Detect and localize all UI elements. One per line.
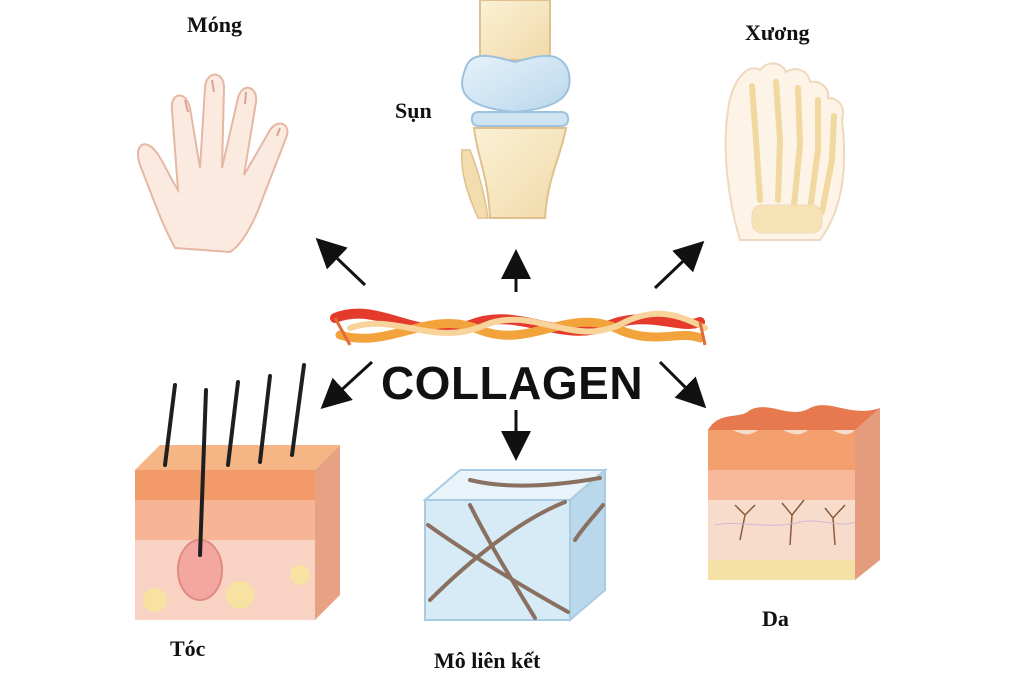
arrow-to-hair	[320, 360, 374, 410]
label-cartilage: Sụn	[395, 98, 432, 123]
hair-illustration	[135, 363, 340, 620]
foot-illustration	[724, 62, 846, 241]
label-nails: Móng	[187, 12, 242, 37]
arrow-to-nails	[315, 237, 367, 287]
knee-illustration	[461, 0, 571, 219]
center-title: COLLAGEN	[380, 357, 644, 409]
connective-tissue-illustration	[422, 467, 608, 623]
skin-illustration	[708, 405, 880, 580]
label-connective-tissue: Mô liên kết	[434, 648, 541, 673]
arrows	[315, 237, 707, 461]
collagen-fibers	[330, 308, 708, 346]
arrow-to-bone	[653, 240, 705, 290]
hand-illustration	[137, 73, 289, 254]
label-bone: Xương	[745, 20, 810, 45]
arrow-to-skin	[658, 360, 707, 409]
label-skin: Da	[762, 606, 789, 631]
label-hair: Tóc	[170, 636, 206, 661]
